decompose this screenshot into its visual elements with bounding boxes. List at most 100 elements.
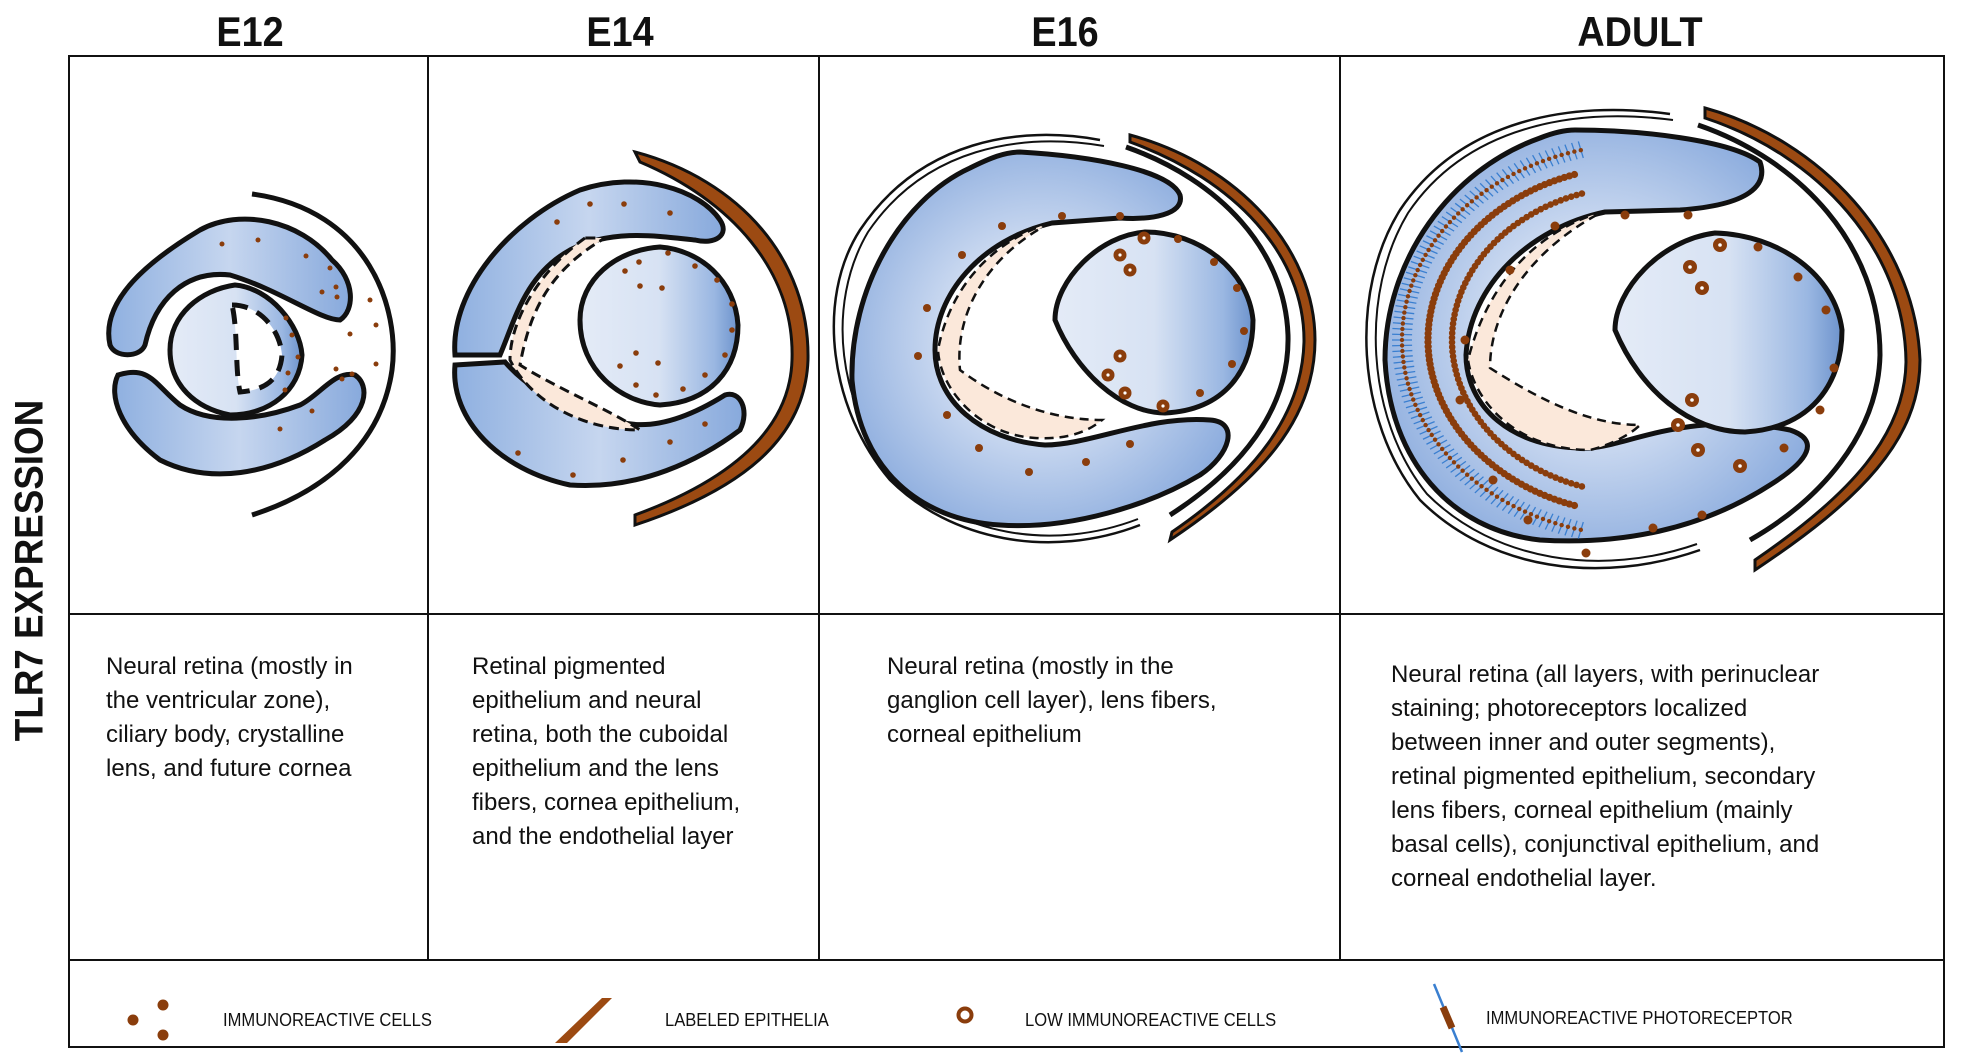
description-e16: Neural retina (mostly in the ganglion cel… (887, 650, 1327, 752)
description-line: staining; photoreceptors localized (1391, 695, 1748, 722)
photoreceptor-segment (1426, 427, 1431, 433)
photoreceptor-segment (1400, 348, 1405, 354)
photoreceptor-segment (1402, 365, 1407, 370)
stage-title-e16: E16 (1031, 8, 1099, 55)
photoreceptor-segment (1447, 455, 1453, 461)
lower-optic-cup (112, 369, 367, 477)
lens (1612, 230, 1845, 435)
photoreceptor-segment (1517, 168, 1522, 174)
photoreceptor-segment (1540, 516, 1546, 522)
lens-fiber-dashed (228, 302, 285, 395)
photoreceptor-segment (1432, 238, 1438, 243)
photoreceptor-segment (1511, 503, 1516, 509)
description-line: Neural retina (mostly in the (887, 653, 1174, 680)
photoreceptor-segment (1443, 224, 1449, 229)
photoreceptor-segment (1553, 154, 1558, 160)
photoreceptor-segment (1403, 370, 1408, 376)
table-frame (68, 55, 1945, 1048)
photoreceptor-segment (1546, 156, 1552, 162)
photoreceptor-segment (1413, 402, 1418, 407)
photoreceptor-segment (1489, 491, 1494, 496)
description-line: corneal endothelial layer. (1391, 865, 1657, 892)
photoreceptor-segment (1426, 247, 1431, 253)
photoreceptor-segment (1451, 215, 1457, 220)
photoreceptor-segment (1578, 147, 1584, 153)
photoreceptor-segment (1500, 497, 1505, 503)
photoreceptor-segment (1423, 252, 1428, 258)
nuclear-layer-cell (1448, 334, 1456, 341)
description-line: ciliary body, crystalline (106, 721, 345, 748)
upper-optic-cup (106, 216, 353, 358)
column-divider (427, 55, 429, 961)
photoreceptor-segment (1429, 242, 1434, 248)
photoreceptor-segment (1404, 376, 1409, 381)
photoreceptor-segment (1528, 163, 1534, 168)
legend-labeled-epithelia: LABELED EPITHELIA (550, 995, 843, 1045)
photoreceptor-segment (1474, 195, 1479, 200)
photoreceptor-segment (1559, 152, 1564, 158)
photoreceptor-segment (1413, 273, 1418, 278)
description-line: the ventricular zone), (106, 687, 331, 714)
nuclear-layer-cell (1562, 195, 1570, 202)
nuclear-layer-cell (1448, 339, 1456, 346)
photoreceptor-segment (1511, 171, 1516, 177)
description-line: Retinal pigmented (472, 653, 666, 680)
immunoreactive-cells-adult (1455, 210, 1839, 558)
photoreceptor-segment (1407, 386, 1412, 392)
photoreceptor-segment (1399, 332, 1405, 337)
stage-title-e14: E14 (586, 8, 654, 55)
photoreceptor-segment (1559, 522, 1564, 528)
photoreceptor-segment (1443, 451, 1449, 456)
description-line: retina, both the cuboidal (472, 721, 729, 748)
description-line: lens fibers, corneal epithelium (mainly (1391, 797, 1793, 824)
nuclear-layer-cell (1578, 190, 1586, 197)
nuclear-layer-cell (1542, 469, 1549, 477)
photoreceptor-segment (1572, 149, 1577, 154)
description-line: ganglion cell layer), lens fibers, (887, 687, 1217, 714)
photoreceptor-segment (1505, 500, 1511, 506)
photoreceptor-segment (1460, 207, 1465, 212)
description-line: basal cells), conjunctival epithelium, a… (1391, 831, 1820, 858)
photoreceptor-segment (1578, 527, 1584, 533)
photoreceptor-segment (1484, 487, 1489, 493)
immunoreactive-cells-e12 (219, 237, 379, 432)
vitreous-peach (508, 236, 645, 432)
description-e12: Neural retina (mostly in the ventricular … (106, 650, 416, 786)
description-line: lens, and future cornea (106, 755, 352, 782)
photoreceptor-segment (1439, 446, 1445, 452)
column-divider (818, 55, 820, 961)
diagram-e14 (452, 149, 810, 528)
column-divider (1339, 55, 1341, 961)
conjunctiva-inner (841, 140, 1139, 537)
photoreceptor-segment (1505, 174, 1511, 180)
description-line: corneal epithelium (887, 721, 1082, 748)
photoreceptor-segment (1409, 392, 1414, 397)
description-line: retinal pigmented epithelium, secondary (1391, 763, 1816, 790)
photoreceptor-segment (1494, 181, 1500, 186)
nuclear-layer-cell (1567, 193, 1575, 200)
nuclear-layer-cell (1578, 483, 1586, 490)
photoreceptor-segment (1484, 187, 1489, 193)
photoreceptor-segment (1494, 494, 1500, 499)
description-line: Neural retina (mostly in (106, 653, 353, 680)
photoreceptor-segment (1565, 524, 1571, 530)
photoreceptor-segment (1409, 283, 1414, 288)
nuclear-layer-cell (1552, 199, 1559, 206)
nuclear-layer-cell (1570, 501, 1579, 510)
upper-optic-cup (452, 179, 726, 358)
photoreceptor-segment (1546, 518, 1552, 524)
stage-title-e12: E12 (216, 8, 284, 55)
neural-retina (1382, 127, 1810, 544)
side-label: TLR7 EXPRESSION (7, 399, 52, 742)
diagram-e16 (832, 133, 1317, 544)
cornea-endothelium-arc (1125, 144, 1291, 518)
nuclear-layer-cell (1573, 481, 1580, 489)
description-line: and the endothelial layer (472, 823, 734, 850)
photoreceptor-segment (1411, 397, 1416, 402)
future-cornea-arc (251, 191, 396, 518)
photoreceptor-segment (1405, 294, 1411, 299)
photoreceptor-segment (1522, 166, 1528, 171)
photoreceptor-segment (1565, 150, 1571, 156)
legend-label: IMMUNOREACTIVE PHOTORECEPTOR (1486, 1007, 1793, 1028)
immunoreactive-photoreceptor-icon (1432, 983, 1464, 1053)
